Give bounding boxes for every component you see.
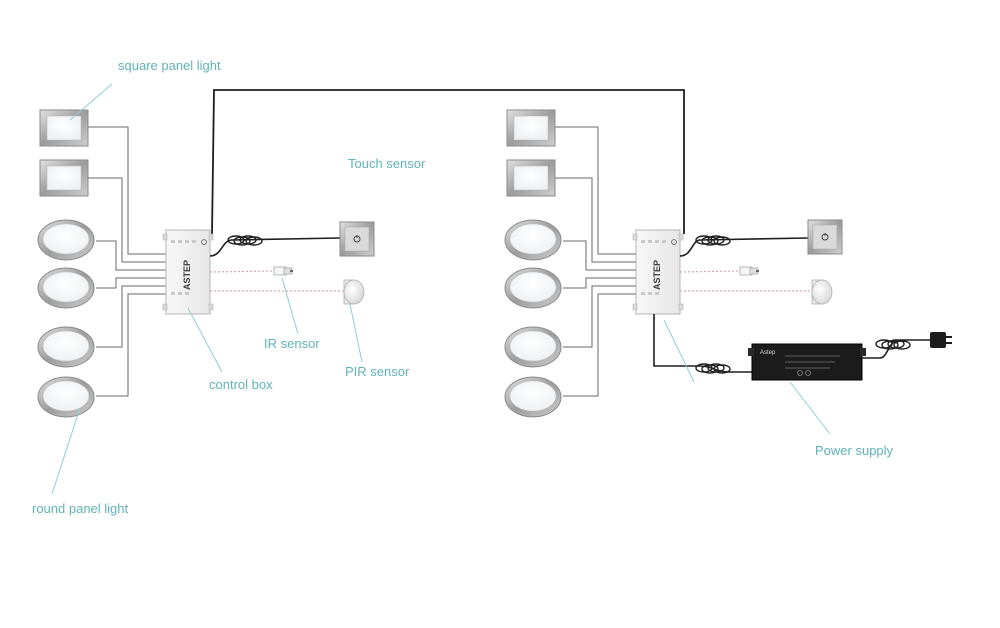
power-supply-cable — [653, 314, 752, 373]
round-panel-light — [37, 376, 95, 418]
control-box-brand: ASTEP — [182, 260, 192, 290]
pir-sensor-label: PIR sensor — [345, 364, 410, 379]
link-cable — [211, 89, 685, 235]
power-supply-brand: Astep — [760, 350, 776, 356]
right-system: ASTEP Astep — [504, 109, 952, 418]
ir-sensor-lead — [209, 270, 275, 273]
round-panel-light — [504, 219, 562, 261]
mains-plug — [930, 332, 952, 348]
square-panel-light — [506, 159, 556, 197]
left-system: ASTEP — [37, 109, 375, 418]
touch-sensor — [339, 221, 375, 257]
power-supply — [748, 343, 866, 381]
ir-sensor — [739, 266, 760, 276]
round-panel-light-label: round panel light — [32, 501, 129, 516]
pir-sensor — [343, 279, 365, 305]
cable-coil — [875, 339, 911, 350]
round-panel-light — [504, 326, 562, 368]
round-panel-light — [37, 219, 95, 261]
round-panel-light — [504, 376, 562, 418]
square-panel-light — [39, 109, 89, 147]
pir-sensor — [811, 279, 833, 305]
round-panel-light — [37, 267, 95, 309]
touch-sensor-label: Touch sensor — [348, 156, 426, 171]
ir-sensor-lead — [679, 270, 741, 273]
left-light-wires — [88, 126, 166, 397]
round-panel-light — [504, 267, 562, 309]
control-box-brand: ASTEP — [652, 260, 662, 290]
round-panel-light — [37, 326, 95, 368]
ir-sensor — [273, 266, 294, 276]
touch-sensor-cable — [679, 237, 809, 257]
ir-sensor-label: IR sensor — [264, 336, 320, 351]
control-box-label: control box — [209, 377, 273, 392]
leader-lines — [51, 83, 831, 495]
touch-sensor-cable — [209, 237, 341, 257]
right-light-wires — [555, 126, 636, 397]
square-panel-light — [39, 159, 89, 197]
touch-sensor — [807, 219, 843, 255]
square-panel-light-label: square panel light — [118, 58, 221, 73]
square-panel-light — [506, 109, 556, 147]
power-supply-label: Power supply — [815, 443, 894, 458]
